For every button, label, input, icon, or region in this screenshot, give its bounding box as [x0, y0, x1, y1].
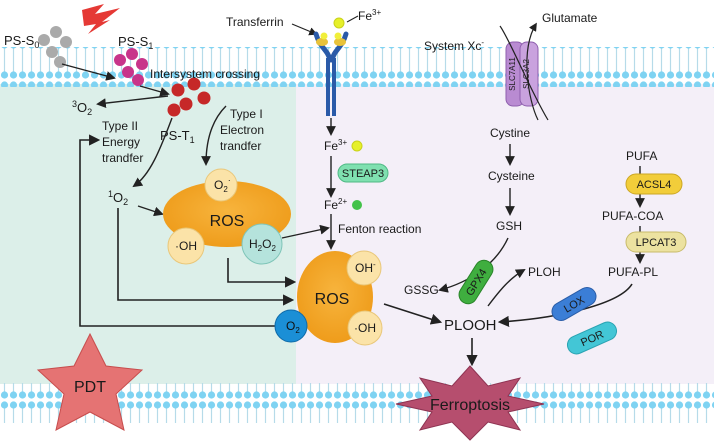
arrow-o2-feedback: [79, 134, 276, 327]
plooh-label: PLOOH: [444, 317, 497, 334]
fe2-ion: [352, 200, 362, 210]
ferroptosis-burst-icon: [395, 365, 545, 441]
h2o2-label: H2O2: [249, 237, 276, 253]
top-membrane: [0, 47, 714, 87]
lox-pill: LOX: [551, 287, 597, 321]
arrow-type2: [132, 117, 173, 188]
transferrin-label: Transferrin: [226, 15, 284, 29]
oxygen-circle-label: O2: [286, 319, 300, 335]
ros-right-label: ROS: [315, 291, 350, 308]
arrow-ros-to-plooh: [383, 303, 443, 325]
arrow-type1: [201, 105, 227, 166]
fe3-mid-label: Fe3+: [324, 138, 347, 153]
ps-s0-label: PS-S0: [4, 33, 39, 50]
slc3a2-label: SLC3A2: [522, 59, 531, 89]
ros-cluster-left: ROS O2· ·OH H2O2: [163, 168, 291, 265]
fe3-ion-top: [333, 17, 345, 29]
ploh-label: PLOH: [528, 265, 561, 279]
light-lightning-icon: [82, 4, 120, 34]
arrow-transferrin: [291, 23, 318, 36]
gssg-label: GSSG: [404, 283, 439, 297]
transferrin-receptor: [313, 31, 349, 116]
fe3-ion-mid: [351, 140, 363, 152]
slc7a11-label: SLC7A11: [508, 57, 517, 91]
superoxide-label: O2·: [214, 175, 231, 194]
type2-label-line3: trandfer: [102, 151, 143, 165]
pdt-star-icon: [36, 332, 144, 431]
cystine-import-path: [499, 25, 549, 121]
system-xc-label: System Xc-: [424, 38, 484, 53]
arrow-glutamate-export: [526, 22, 539, 121]
type2-label-line1: Type II: [102, 119, 138, 133]
ps-t1-molecule: [167, 77, 211, 117]
fe2-label: Fe2+: [324, 197, 347, 212]
arrow-h2o2-to-fenton: [281, 224, 330, 239]
acsl4-pill: [625, 173, 683, 195]
ferroptosis-label: Ferroptosis: [430, 397, 510, 414]
intersystem-crossing-label: Intersystem crossing: [150, 67, 260, 81]
arrow-s0-to-s1: [61, 63, 116, 81]
cystine-label: Cystine: [490, 126, 530, 140]
type1-label-line2: Electron: [220, 123, 264, 137]
pdt-label: PDT: [74, 379, 106, 396]
arrow-singlet-to-ros-right: [117, 208, 295, 306]
ps-s0-molecule: [38, 26, 72, 68]
type2-label-line2: Energy: [102, 135, 140, 149]
triplet-oxygen-label: 3O2: [72, 99, 92, 117]
hydroxyl-left-node: [167, 227, 205, 265]
arrow-singlet-to-ros: [137, 205, 164, 217]
oxygen-circle: [274, 309, 308, 343]
hydroxide-node: [346, 250, 382, 286]
singlet-oxygen-label: 1O2: [108, 189, 128, 207]
pufa-coa-label: PUFA-COA: [602, 209, 663, 223]
gsh-label: GSH: [496, 219, 522, 233]
hydroxyl-right-node: [347, 310, 383, 346]
pufa-pl-label: PUFA-PL: [608, 265, 658, 279]
arrow-ros-left-to-right: [227, 258, 297, 288]
ps-s1-molecule: [114, 48, 148, 86]
lpcat3-label: LPCAT3: [636, 237, 677, 249]
cysteine-label: Cysteine: [488, 169, 535, 183]
por-pill: POR: [566, 321, 618, 355]
hydroxyl-right-label: ·OH: [354, 321, 376, 335]
acsl4-label: ACSL4: [637, 179, 672, 191]
fe3-top-label: Fe3+: [358, 8, 381, 23]
h2o2-node: [241, 223, 283, 265]
superoxide-node: [204, 168, 238, 202]
steap3-pill: [337, 163, 389, 183]
hydroxyl-left-label: ·OH: [175, 239, 197, 253]
ros-cluster-right: ROS OH- ·OH: [297, 250, 383, 346]
steap3-label: STEAP3: [342, 168, 384, 180]
pufa-label: PUFA: [626, 149, 657, 163]
hydroxide-label: OH-: [355, 260, 376, 275]
fenton-label: Fenton reaction: [338, 222, 421, 236]
lpcat3-pill: [625, 231, 687, 253]
glutamate-label: Glutamate: [542, 11, 598, 25]
system-xc-transporter: SLC7A11 SLC3A2: [505, 41, 539, 107]
arrow-isc: [139, 85, 170, 97]
type1-label-line3: trandfer: [220, 139, 261, 153]
ps-s1-label: PS-S1: [118, 34, 153, 51]
type1-label-line1: Type I: [230, 107, 263, 121]
ros-left-label: ROS: [210, 213, 245, 230]
arrow-triplet-oxygen: [96, 95, 169, 108]
arrow-plooh-to-ploh: [487, 269, 526, 307]
